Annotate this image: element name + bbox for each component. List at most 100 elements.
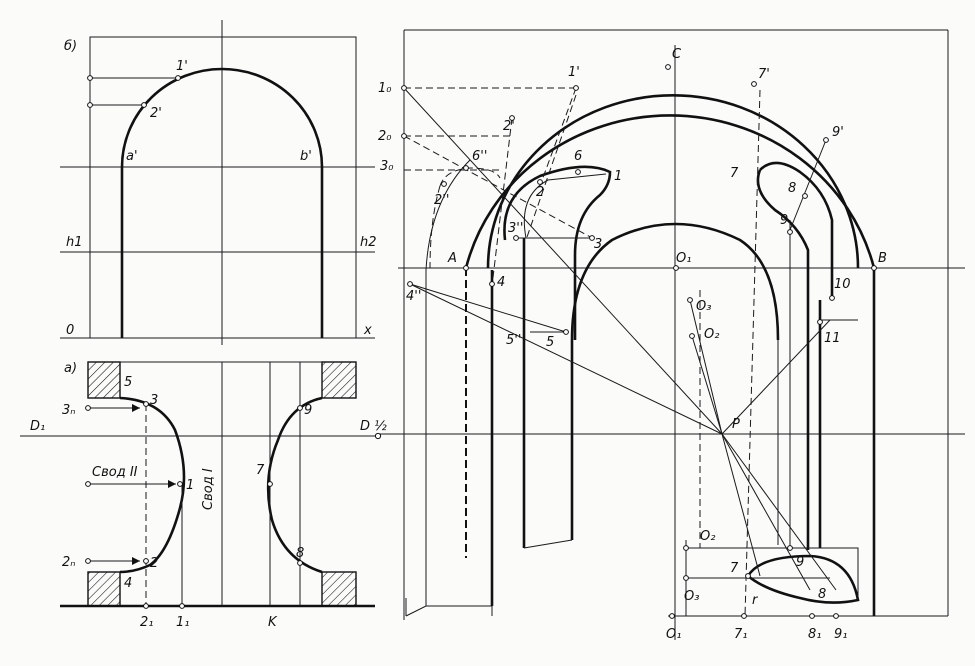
persp-vault2-base (523, 539, 573, 549)
persp-point (871, 265, 877, 271)
persp-ray-1 (403, 87, 723, 435)
persp-ray-4 (409, 283, 567, 333)
persp-ray-11 (789, 139, 827, 231)
persp-point (401, 85, 407, 91)
view-b-frame (89, 36, 357, 339)
persp-label-bottom-o1: O₁ (666, 627, 681, 642)
persp-label-low-r: r (752, 593, 759, 608)
persp-point (745, 573, 751, 579)
view-b-label-h2: h2 (360, 235, 377, 250)
persp-point (817, 319, 823, 325)
view-a-pier-top-left (87, 361, 121, 399)
view-b-label-zero: 0 (66, 323, 74, 338)
persp-point (589, 235, 595, 241)
persp-point (683, 575, 689, 581)
persp-label-3b: 3'' (508, 221, 523, 236)
view-a-label-d1: D₁ (30, 419, 45, 434)
persp-vault2-curve (503, 165, 612, 340)
view-a-label-k: K (268, 615, 278, 630)
view-a-caption-vault2: Свод II (92, 465, 138, 480)
view-a-label-8: 8 (296, 546, 304, 561)
persp-pier-left-base (405, 605, 493, 617)
persp-label-1p: 1' (568, 65, 580, 80)
view-a-point (85, 405, 91, 411)
persp-label-low-9: 9 (796, 555, 804, 570)
persp-point (563, 329, 569, 335)
persp-dash-v1 (744, 89, 761, 617)
persp-point (689, 333, 695, 339)
view-b-label-2: 2' (150, 106, 162, 121)
view-a-arrowhead (132, 404, 140, 412)
view-a-label-2: 2 (150, 556, 158, 571)
persp-vault1-edge (756, 169, 810, 550)
view-a-point (297, 560, 303, 566)
persp-label-low-o2: O₂ (700, 529, 715, 544)
view-b-front-elevation: б) 1' 2' a' b' h1 h2 0 x (60, 20, 377, 345)
persp-point (463, 165, 469, 171)
persp-ray-3 (409, 283, 723, 435)
persp-point (537, 179, 543, 185)
view-b-label-1: 1' (176, 59, 188, 74)
persp-ray-8 (689, 299, 723, 435)
persp-label-5: 5 (546, 335, 554, 350)
view-b-point (141, 102, 147, 108)
view-a-label-2n: 2ₙ (62, 555, 75, 570)
persp-label-9p: 9' (832, 125, 844, 140)
persp-label-10: 10 (834, 277, 851, 292)
view-a-marker: a) (64, 361, 77, 376)
persp-point (673, 265, 679, 271)
persp-point (751, 81, 757, 87)
view-a-label-7: 7 (256, 463, 265, 478)
view-a-point (85, 481, 91, 487)
persp-label-bottom-8: 8₁ (808, 627, 821, 642)
persp-label-o1: O₁ (676, 251, 691, 266)
persp-label-1: 1 (614, 169, 622, 184)
persp-point (665, 64, 671, 70)
persp-dash-v4 (491, 117, 513, 287)
persp-point (441, 181, 447, 187)
view-a-point (267, 481, 273, 487)
persp-dash-v3 (525, 94, 577, 241)
view-a-pier-bottom-left (87, 571, 121, 607)
persp-point (489, 281, 495, 287)
persp-label-4b: 4'' (406, 289, 421, 304)
persp-label-3: 3 (594, 237, 602, 252)
persp-label-2b: 2'' (434, 193, 449, 208)
persp-label-4: 4 (497, 275, 505, 290)
persp-point (669, 613, 675, 619)
persp-label-7: 7 (730, 166, 739, 181)
view-a-label-1: 1 (186, 478, 194, 493)
persp-label-2o: 2₀ (378, 129, 392, 144)
persp-point (407, 281, 413, 287)
persp-point (401, 133, 407, 139)
persp-label-7p: 7' (758, 67, 770, 82)
persp-mid-arch (486, 94, 860, 269)
persp-point (575, 169, 581, 175)
view-a-label-dhalf: D ½ (360, 419, 387, 434)
persp-point (823, 137, 829, 143)
persp-inner-arch (570, 222, 780, 341)
persp-point (829, 295, 835, 301)
view-b-marker: б) (64, 39, 77, 54)
view-b-label-x: x (363, 323, 372, 338)
persp-ray-10 (691, 335, 723, 435)
view-a-point-d (374, 432, 382, 440)
persp-outer-arch (464, 114, 876, 616)
persp-point (573, 85, 579, 91)
persp-label-8: 8 (788, 181, 796, 196)
persp-label-2p: 2' (503, 119, 515, 134)
view-a-point (143, 603, 149, 609)
view-a-arrowhead (168, 480, 176, 488)
persp-vault2-shadow-2 (429, 185, 441, 269)
persp-label-5b: 5'' (506, 333, 521, 348)
persp-point (809, 613, 815, 619)
persp-point (833, 613, 839, 619)
persp-label-a: A (447, 251, 457, 266)
view-a-vault1-curve (266, 396, 323, 574)
perspective-view: 1₀ 2₀ 3₀ 1' 2' C 7' 9' 6'' 6 1 2 2'' 3''… (378, 29, 965, 642)
persp-ray-2 (403, 135, 597, 241)
view-b-point (175, 75, 181, 81)
view-a-label-1-1: 1₁ (176, 615, 189, 630)
